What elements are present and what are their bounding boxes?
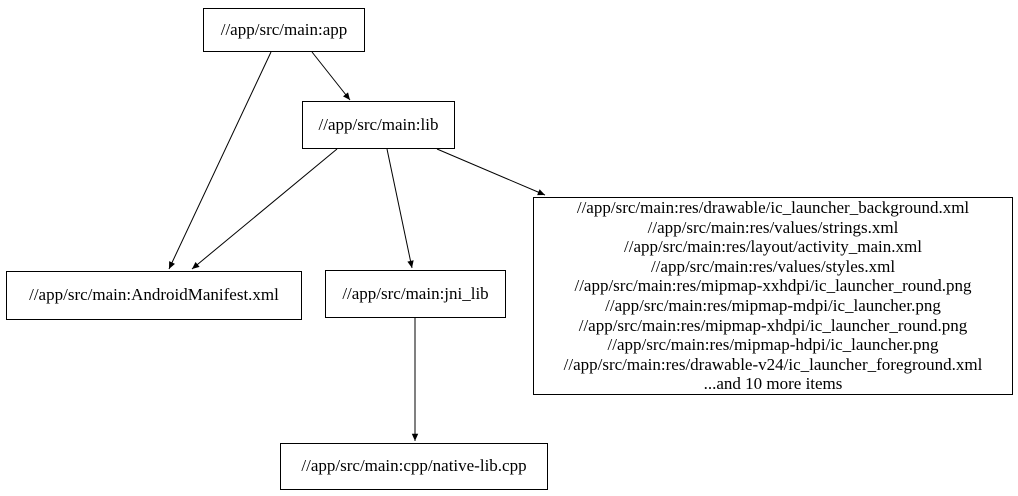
resource-more-items: ...and 10 more items [703,374,843,394]
resource-item: //app/src/main:res/drawable/ic_launcher_… [576,198,970,217]
resource-item: //app/src/main:res/drawable-v24/ic_launc… [563,354,983,374]
node-lib-label: //app/src/main:lib [318,114,439,134]
resource-item: //app/src/main:res/mipmap-xhdpi/ic_launc… [578,315,968,335]
node-lib: //app/src/main:lib [302,101,455,149]
node-app: //app/src/main:app [203,8,365,52]
edge-lib-to-jni-lib [386,148,414,269]
resource-item: //app/src/main:res/mipmap-mdpi/ic_launch… [605,295,941,315]
resource-item: //app/src/main:res/values/strings.xml [647,217,899,237]
edge-app-to-lib [311,51,351,101]
node-resources-group: //app/src/main:res/drawable/ic_launcher_… [533,197,1013,395]
node-app-label: //app/src/main:app [220,19,348,39]
node-android-manifest: //app/src/main:AndroidManifest.xml [6,271,302,320]
resource-item: //app/src/main:res/values/styles.xml [650,256,896,276]
edge-lib-to-manifest [191,148,338,270]
edge-lib-to-resources [436,148,546,196]
node-native-lib-cpp-label: //app/src/main:cpp/native-lib.cpp [301,456,527,476]
resource-item: //app/src/main:res/mipmap-hdpi/ic_launch… [607,335,939,355]
resource-item: //app/src/main:res/mipmap-xxhdpi/ic_laun… [574,276,972,296]
node-jni-lib-label: //app/src/main:jni_lib [342,283,489,303]
node-android-manifest-label: //app/src/main:AndroidManifest.xml [29,285,279,305]
node-jni-lib: //app/src/main:jni_lib [325,270,506,318]
node-native-lib-cpp: //app/src/main:cpp/native-lib.cpp [280,443,548,490]
resource-item: //app/src/main:res/layout/activity_main.… [624,237,922,257]
edge-app-to-manifest [168,51,272,270]
